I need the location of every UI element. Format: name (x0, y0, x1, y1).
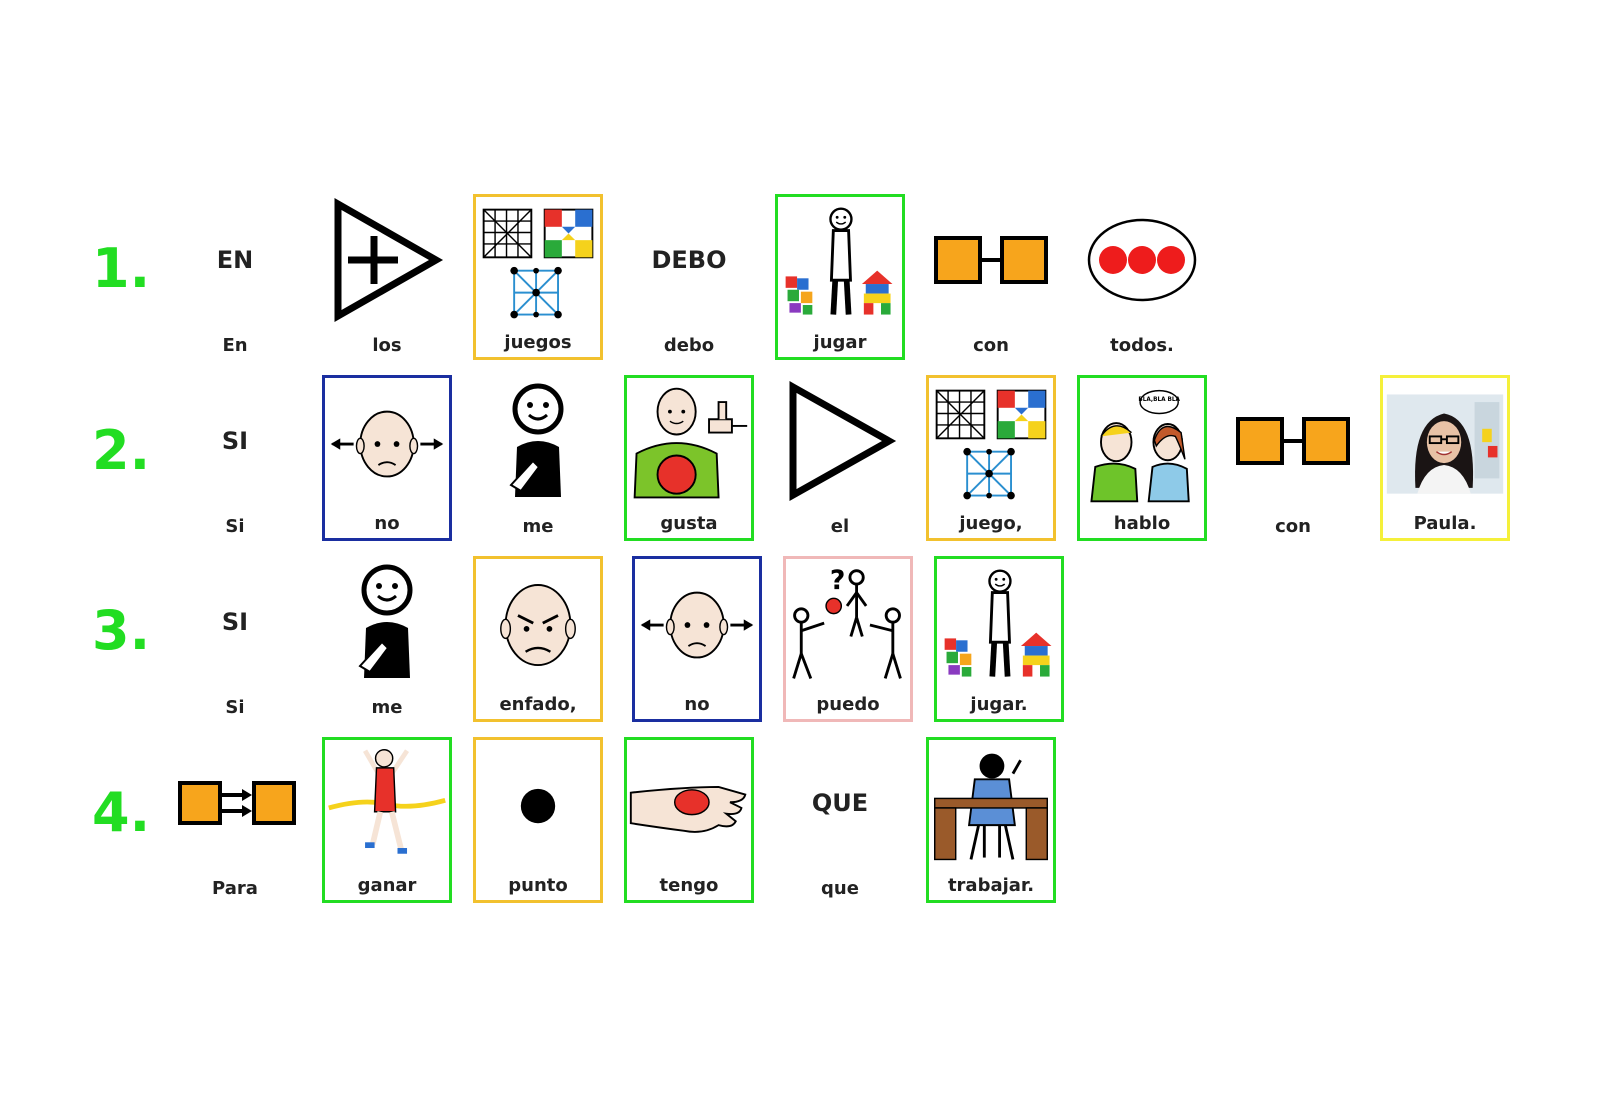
pictogram-label: hablo (1113, 513, 1171, 534)
pictogram-label: que (821, 878, 859, 899)
linked-squares-icon (926, 196, 1056, 326)
person-desk-icon (929, 742, 1053, 872)
pictogram-cell-todos: todos. (1077, 194, 1207, 360)
person-self-icon (473, 377, 603, 507)
speech-bubble-text: BLA,BLA BLA (1138, 397, 1180, 403)
row-number-1: 1. (92, 237, 151, 300)
pictogram-label: Si (225, 697, 245, 718)
pictogram-cell-no-2: no (632, 556, 762, 722)
linked-squares-icon (1228, 377, 1358, 507)
pictogram-label: con (973, 335, 1009, 356)
pictogram-caption: DEBO (651, 246, 727, 274)
pictogram-cell-punto: punto (473, 737, 603, 903)
pictogram-cell-hablo: BLA,BLA BLA hablo (1077, 375, 1207, 541)
triangle-plus-icon (322, 196, 452, 326)
pictogram-label: debo (663, 335, 715, 356)
pictogram-label: En (222, 335, 248, 356)
row-number-4: 4. (92, 781, 151, 844)
pictogram-cell-con: con (926, 194, 1056, 360)
angry-face-icon (476, 561, 600, 691)
pictogram-cell-juego: juego, (926, 375, 1056, 541)
people-ball-question-icon: ? (786, 561, 910, 691)
pictogram-cell-trabajar: trabajar. (926, 737, 1056, 903)
pictogram-cell-para: Para (170, 737, 300, 903)
pictogram-cell-si-2: SI Si (170, 556, 300, 722)
runner-finish-icon (325, 742, 449, 872)
pictogram-cell-en: EN En (170, 194, 300, 360)
pictogram-label: todos. (1110, 335, 1174, 356)
pictogram-cell-enfado: enfado, (473, 556, 603, 722)
row-number-3: 3. (92, 599, 151, 662)
person-thumbs-up-icon (627, 380, 751, 510)
pictogram-label: Para (212, 878, 258, 899)
two-people-talking-icon: BLA,BLA BLA (1080, 380, 1204, 510)
pictogram-cell-jugar: jugar (775, 194, 905, 360)
pictogram-label: no (374, 513, 400, 534)
board-games-icon (476, 199, 600, 329)
squares-arrow-icon (170, 739, 300, 869)
pictogram-cell-con-2: con (1228, 375, 1358, 541)
pictogram-label: punto (508, 875, 568, 896)
pictogram-cell-ganar: ganar (322, 737, 452, 903)
three-red-dots-icon (1077, 196, 1207, 326)
pictogram-cell-jugar-2: jugar. (934, 556, 1064, 722)
row-number-2: 2. (92, 419, 151, 482)
head-shake-no-icon (325, 380, 449, 510)
pictogram-label: jugar (813, 332, 867, 353)
pictogram-label: no (684, 694, 710, 715)
pictogram-cell-si: SI Si (170, 375, 300, 541)
pictogram-cell-que: QUE que (775, 737, 905, 903)
pictogram-cell-tengo: tengo (624, 737, 754, 903)
pictogram-cell-juegos: juegos (473, 194, 603, 360)
pictogram-label: con (1275, 516, 1311, 537)
head-shake-no-icon (635, 561, 759, 691)
triangle-icon (775, 377, 905, 507)
pictogram-label: Si (225, 516, 245, 537)
pictogram-cell-debo: DEBO debo (624, 194, 754, 360)
pictogram-cell-paula: Paula. (1380, 375, 1510, 541)
play-person-icon (778, 199, 902, 329)
pictogram-cell-gusta: gusta (624, 375, 754, 541)
pictogram-cell-los: los (322, 194, 452, 360)
person-self-icon (322, 558, 452, 688)
pictogram-label: juego, (959, 513, 1023, 534)
black-dot-icon (476, 742, 600, 872)
hand-ball-icon (627, 742, 751, 872)
pictogram-label: los (372, 335, 402, 356)
pictogram-label: juegos (504, 332, 572, 353)
pictogram-cell-me-2: me (322, 556, 452, 722)
pictogram-caption: QUE (811, 789, 869, 817)
pictogram-label: tengo (659, 875, 719, 896)
board-games-icon (929, 380, 1053, 510)
pictogram-label: trabajar. (947, 875, 1035, 896)
play-person-icon (937, 561, 1061, 691)
pictogram-cell-puedo: ? puedo (783, 556, 913, 722)
pictogram-caption: EN (216, 246, 254, 274)
pictogram-label: el (830, 516, 850, 537)
pictogram-cell-no: no (322, 375, 452, 541)
pictogram-label: me (522, 516, 554, 537)
pictogram-cell-el: el (775, 375, 905, 541)
pictogram-label: jugar. (970, 694, 1028, 715)
pictogram-label: gusta (660, 513, 718, 534)
pictogram-label: me (371, 697, 403, 718)
svg-text:?: ? (830, 565, 845, 596)
pictogram-caption: SI (221, 427, 249, 455)
pictogram-label: ganar (357, 875, 417, 896)
woman-photo-icon (1383, 380, 1507, 510)
pictogram-cell-me: me (473, 375, 603, 541)
pictogram-label: Paula. (1413, 513, 1477, 534)
pictogram-caption: SI (221, 608, 249, 636)
pictogram-label: puedo (816, 694, 880, 715)
pictogram-label: enfado, (499, 694, 577, 715)
